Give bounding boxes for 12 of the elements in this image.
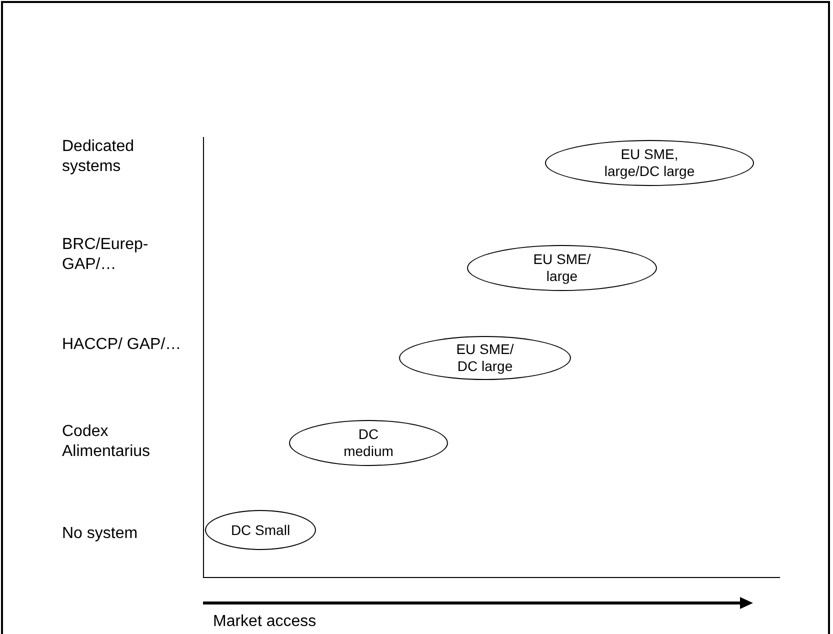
axis-level-label: Codex Alimentarius — [62, 422, 152, 462]
axis-level-label: No system — [62, 524, 139, 544]
node-label: DC Small — [230, 522, 290, 538]
axis-level-label: Dedicated systems — [62, 137, 136, 177]
node-label: EU SME/ DC large — [455, 341, 515, 375]
ellipse-node — [205, 510, 316, 550]
axis-level-label: HACCP/ GAP/… — [62, 335, 182, 355]
axis-title: Market access — [213, 612, 318, 632]
node-label: DC medium — [342, 426, 394, 460]
node-label: EU SME/ large — [532, 251, 592, 285]
node-label: EU SME, large/DC large — [603, 146, 696, 180]
axis-level-label: BRC/Eurep-GAP/… — [62, 235, 150, 275]
